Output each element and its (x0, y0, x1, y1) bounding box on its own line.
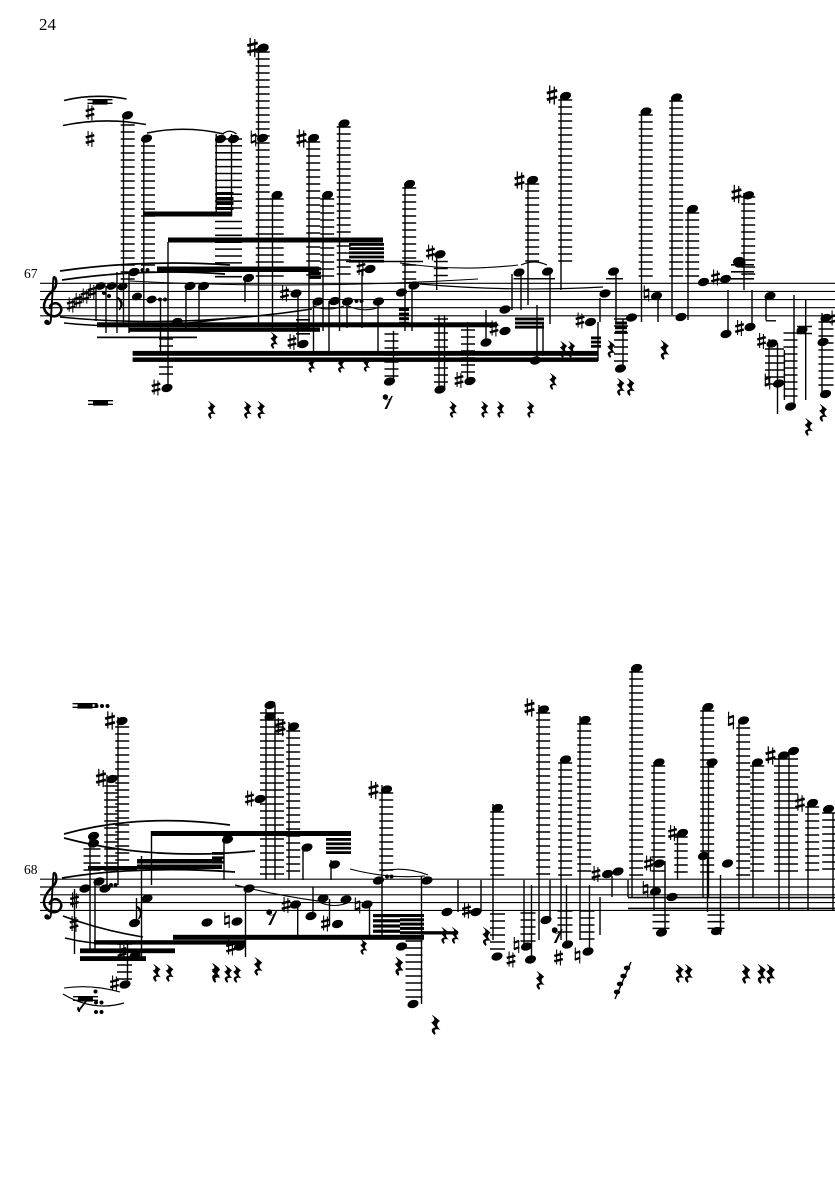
svg-text:24: 24 (39, 15, 57, 34)
svg-text:67: 67 (24, 266, 38, 281)
svg-text:68: 68 (24, 862, 38, 877)
